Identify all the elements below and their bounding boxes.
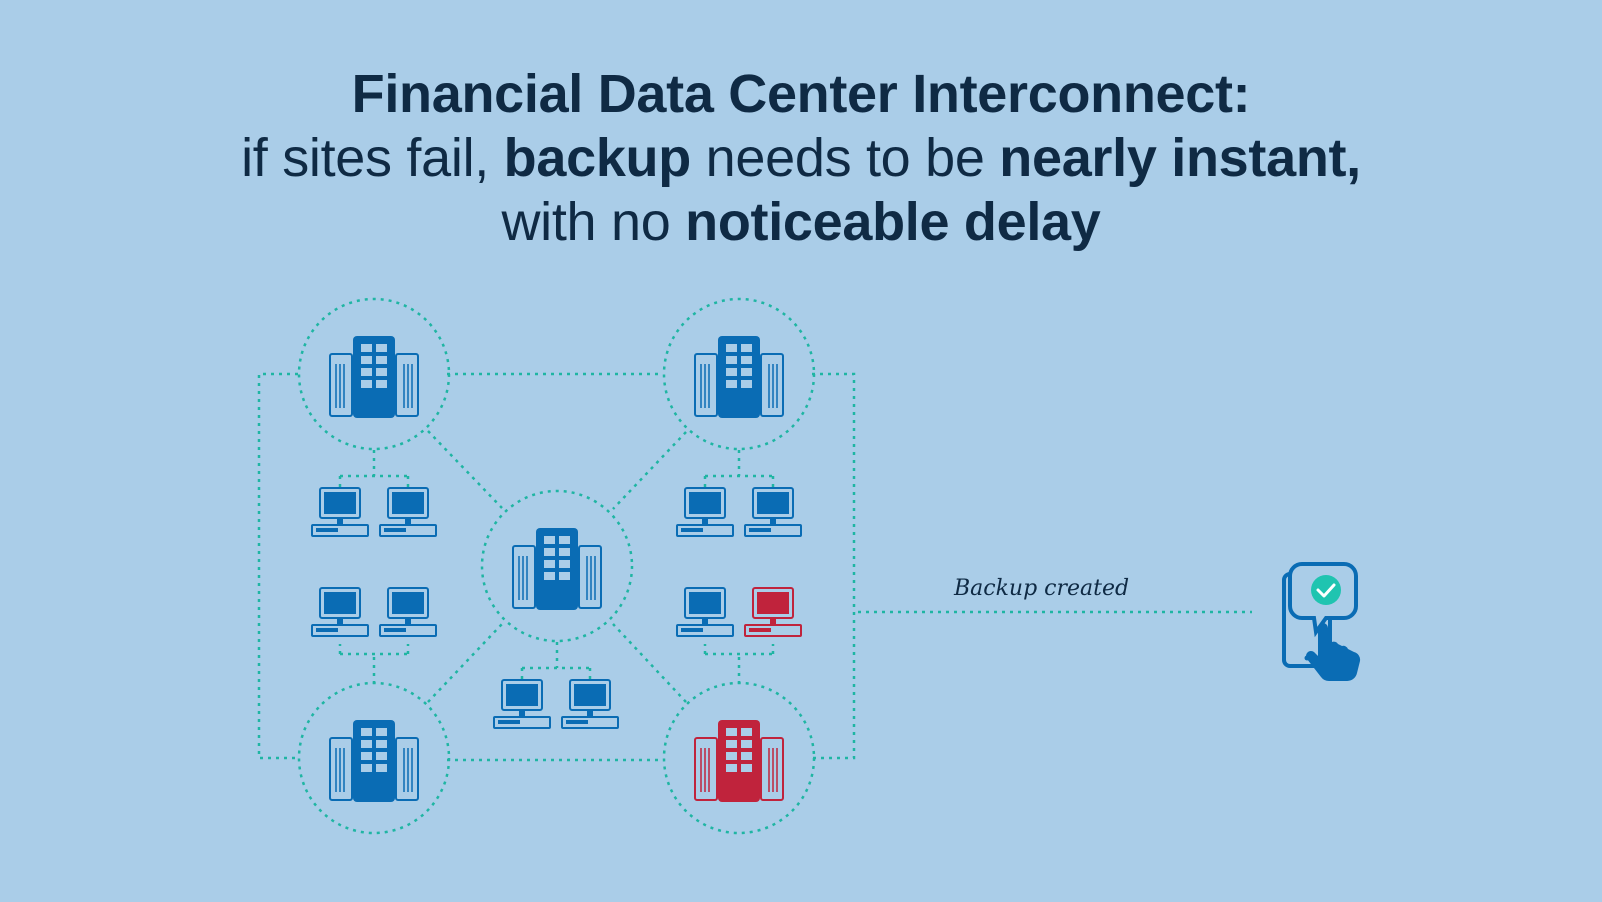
workstation-icon — [676, 587, 734, 637]
workstation-failed-icon — [744, 587, 802, 637]
workstation-icon — [561, 679, 619, 729]
node-rings — [297, 297, 816, 835]
workstation-icon — [744, 487, 802, 537]
title-line-3: with no noticeable delay — [0, 190, 1602, 254]
workstation-icon — [311, 587, 369, 637]
node-ring-bottom-right — [662, 681, 816, 835]
workstation-icon — [379, 587, 437, 637]
title-line-1: Financial Data Center Interconnect: — [0, 62, 1602, 126]
link-diag-br — [612, 623, 687, 703]
node-ring-center — [480, 489, 634, 643]
datacenter-top-right-icon — [694, 335, 784, 419]
workstation-icon — [676, 487, 734, 537]
title-text: needs to be — [690, 128, 1000, 188]
workstation-icon — [379, 487, 437, 537]
title-heading: Financial Data Center Interconnect: — [351, 64, 1251, 124]
datacenter-top-left-icon — [329, 335, 419, 419]
node-ring-top-left — [297, 297, 451, 451]
title-text: with no — [501, 192, 686, 252]
link-left — [257, 372, 298, 760]
title-emphasis: backup — [503, 128, 692, 188]
title-emphasis: noticeable delay — [685, 192, 1101, 252]
node-ring-bottom-left — [297, 681, 451, 835]
link-diag-bl — [427, 623, 503, 703]
phone-check-touch-icon — [1282, 562, 1361, 682]
datacenter-bottom-right-failed-icon — [694, 719, 784, 803]
title-block: Financial Data Center Interconnect: if s… — [0, 62, 1602, 254]
datacenter-center-icon — [512, 527, 602, 611]
datacenter-bottom-left-icon — [329, 719, 419, 803]
title-emphasis: nearly instant, — [999, 128, 1361, 188]
title-text: if sites fail, — [241, 128, 504, 188]
link-right — [812, 372, 856, 760]
interconnect-links — [257, 372, 1252, 762]
node-ring-top-right — [662, 297, 816, 451]
workstation-icon — [311, 487, 369, 537]
workstation-icon — [493, 679, 551, 729]
link-diag-tr — [612, 431, 687, 510]
title-line-2: if sites fail, backup needs to be nearly… — [0, 126, 1602, 190]
backup-label: Backup created — [953, 576, 1129, 601]
link-diag-tl — [427, 430, 503, 509]
